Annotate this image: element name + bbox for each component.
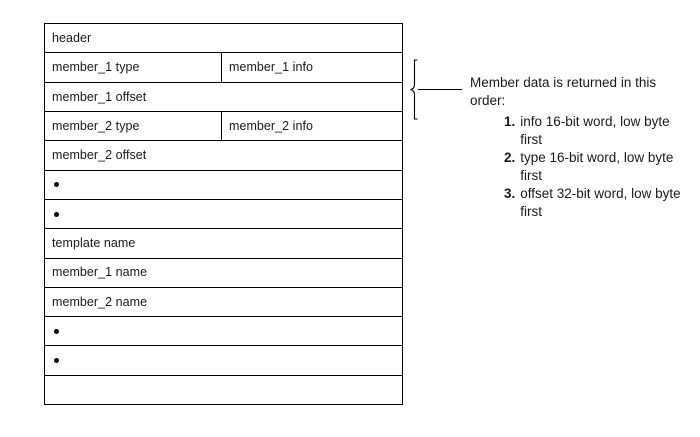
- annotation-block: Member data is returned in this order: 1…: [470, 74, 685, 221]
- memory-layout-table: header member_1 type member_1 info membe…: [44, 23, 403, 405]
- cell-empty: [45, 376, 402, 404]
- cell-member-2-info: member_2 info: [229, 118, 314, 133]
- table-row: member_2 name: [45, 288, 402, 318]
- cell-member-1-offset: member_1 offset: [52, 89, 147, 104]
- table-row: member_2 offset: [45, 141, 402, 171]
- cell-member-2-offset: member_2 offset: [52, 148, 147, 163]
- list-item-label: offset 32-bit word, low byte first: [520, 186, 681, 219]
- bullet-dot-icon: [54, 328, 59, 334]
- annotation-ordered-list: 1. info 16-bit word, low byte first 2. t…: [470, 113, 685, 220]
- table-row: [45, 171, 402, 200]
- list-item-marker: 1.: [504, 114, 516, 129]
- list-item-marker: 3.: [504, 186, 516, 201]
- cell-ellipsis: [45, 200, 402, 228]
- list-item-marker: 2.: [504, 150, 516, 165]
- list-item-label: type 16-bit word, low byte first: [520, 150, 674, 183]
- brace-connector: [403, 52, 473, 132]
- cell-member-1-info: member_1 info: [229, 60, 314, 75]
- bullet-dot-icon: [54, 182, 59, 188]
- table-row: member_1 offset: [45, 83, 402, 112]
- table-row: header: [45, 24, 402, 54]
- cell-member-2-type: member_2 type: [45, 111, 222, 141]
- table-row: [45, 376, 402, 404]
- curly-brace-icon: [410, 59, 418, 120]
- list-item-label: info 16-bit word, low byte first: [520, 114, 670, 147]
- cell-ellipsis: [45, 317, 402, 345]
- list-item: 3. offset 32-bit word, low byte first: [470, 185, 685, 220]
- bullet-dot-icon: [54, 358, 59, 364]
- table-row: [45, 317, 402, 347]
- table-row: member_1 type member_1 info: [45, 53, 402, 83]
- cell-ellipsis: [45, 171, 402, 199]
- annotation-paragraph: Member data is returned in this order:: [470, 75, 657, 108]
- cell-template-name: template name: [52, 236, 136, 251]
- cell-member-1-type: member_1 type: [45, 53, 222, 82]
- list-item: 2. type 16-bit word, low byte first: [470, 149, 685, 184]
- list-item: 1. info 16-bit word, low byte first: [470, 113, 685, 148]
- table-row: member_1 name: [45, 259, 402, 288]
- table-row: template name: [45, 229, 402, 259]
- cell-member-2-name: member_2 name: [52, 294, 148, 309]
- table-row: [45, 200, 402, 230]
- cell-header: header: [52, 30, 92, 45]
- table-row: member_2 type member_2 info: [45, 111, 402, 142]
- cell-member-1-name: member_1 name: [52, 265, 148, 280]
- table-row: [45, 346, 402, 376]
- cell-ellipsis: [45, 346, 402, 374]
- bullet-dot-icon: [54, 211, 59, 217]
